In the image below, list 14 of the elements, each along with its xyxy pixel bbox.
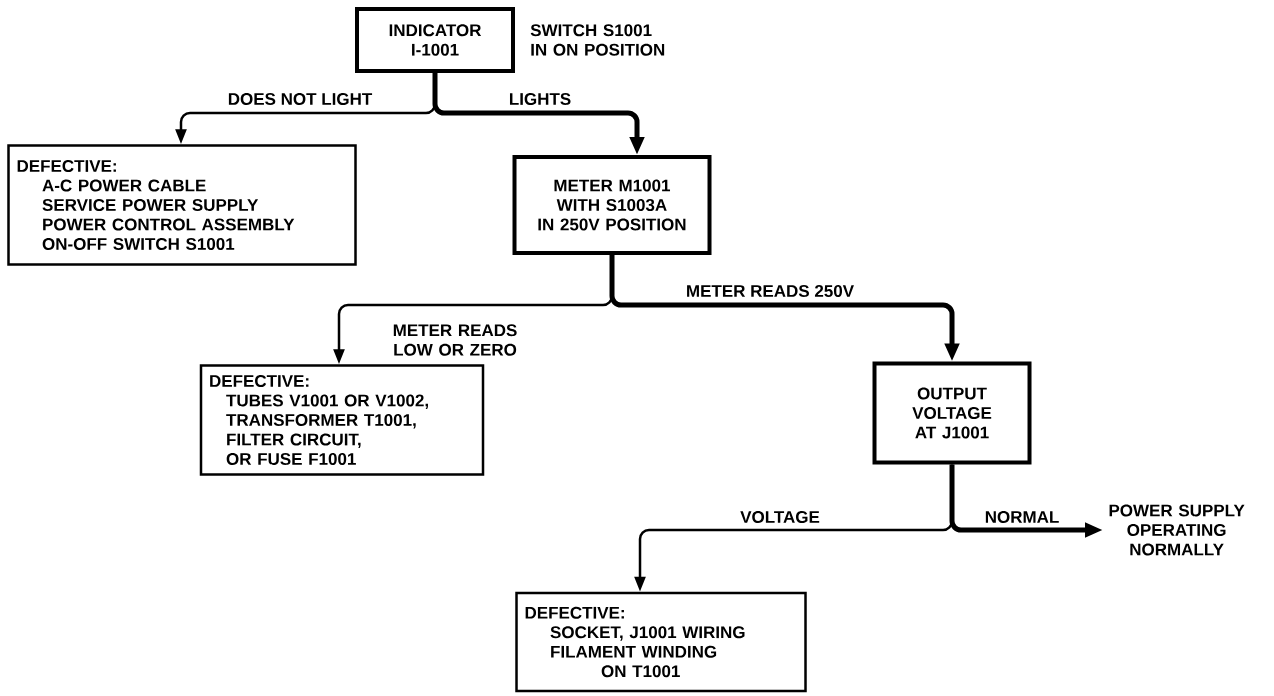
edge-label: VOLTAGE xyxy=(739,510,821,524)
result-box: DEFECTIVE: A-C POWER CABLE SERVICE POWER SUPPLY POWER CONTROL ASSEMBLY ON-OFF SWITCH S1001 xyxy=(7,144,357,266)
result-box: DEFECTIVE: SOCKET, J1001 WIRING FILAMENT WINDING ON T1001 xyxy=(515,591,807,693)
process-box: METER M1001 WITH S1003A IN 250V POSITION xyxy=(512,155,712,255)
edge-label: DOES NOT LIGHT xyxy=(226,92,374,106)
edge-label: NORMAL xyxy=(983,510,1061,524)
process-box: INDICATOR I-1001 xyxy=(355,7,515,73)
edge-label: LIGHTS xyxy=(507,92,573,106)
edge-label: METER READS 250V xyxy=(684,284,856,298)
result-text: POWER SUPPLY OPERATING NORMALLY xyxy=(1109,504,1245,556)
annotation-text: SWITCH S1001 IN ON POSITION xyxy=(530,24,665,56)
result-box: DEFECTIVE: TUBES V1001 OR V1002, TRANSFORMER T1001, FILTER CIRCUIT, OR FUSE F1001 xyxy=(199,364,485,476)
process-box: OUTPUT VOLTAGE AT J1001 xyxy=(872,361,1032,465)
edge-label: METER READS LOW OR ZERO xyxy=(389,323,521,357)
